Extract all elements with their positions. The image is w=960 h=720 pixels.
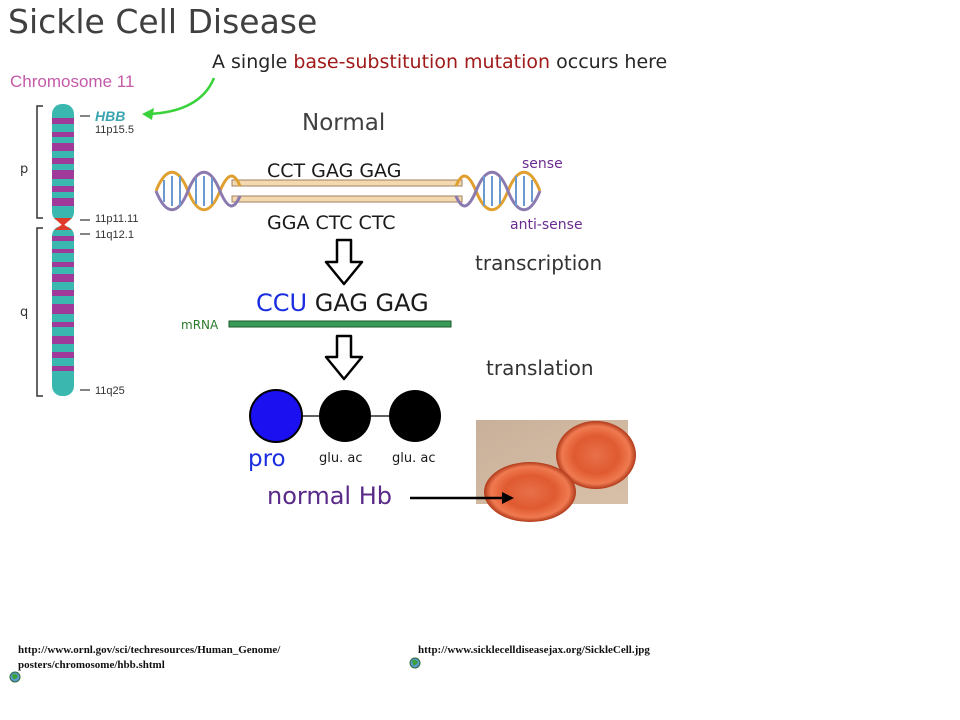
mutation-note-prefix: A single <box>212 51 294 73</box>
hb-pointer-arrow <box>410 492 514 504</box>
ref1-globe-icon <box>9 671 21 683</box>
amino-acid-pro-label: pro <box>248 446 286 472</box>
mutation-note: A single base-substitution mutation occu… <box>212 51 667 73</box>
reference-1-line-1: http://www.ornl.gov/sci/techresources/Hu… <box>18 644 281 656</box>
band-label: 11p11.11 <box>95 213 139 225</box>
amino-acid-chain <box>249 389 441 443</box>
reference-2[interactable]: http://www.sicklecelldiseasejax.org/Sick… <box>418 644 650 656</box>
antisense-label: anti-sense <box>510 217 583 233</box>
mrna-strand <box>228 320 452 328</box>
chromosome-11 <box>52 104 90 396</box>
down-arrow-translation-icon <box>324 334 364 381</box>
arm-q-label: q <box>20 305 29 320</box>
transcription-label: transcription <box>475 251 603 275</box>
chromosome-label: Chromosome 11 <box>10 72 135 91</box>
slide-title: Sickle Cell Disease <box>8 2 318 41</box>
ref2-globe-icon <box>409 657 421 669</box>
normal-heading: Normal <box>302 110 386 136</box>
mutation-note-suffix: occurs here <box>550 51 668 73</box>
pointer-arrow <box>142 77 216 120</box>
mutation-note-highlight: base-substitution mutation <box>293 51 551 73</box>
down-arrow-transcription-icon <box>324 238 364 286</box>
dna-double-helix <box>154 170 542 212</box>
chromosome-brackets <box>36 105 43 397</box>
band-label: 11q25 <box>95 385 125 397</box>
mrna-codon-rest: GAG GAG <box>307 289 429 317</box>
sense-label: sense <box>522 156 563 172</box>
translation-label: translation <box>486 356 594 380</box>
amino-acid-glu-1 <box>319 390 371 442</box>
normal-hb-label: normal Hb <box>267 482 393 510</box>
reference-1[interactable]: http://www.ornl.gov/sci/techresources/Hu… <box>18 643 280 673</box>
amino-acid-glu-2-label: glu. ac <box>392 451 436 466</box>
gene-label: HBB <box>95 108 126 124</box>
red-blood-cells-photo <box>476 420 636 522</box>
sense-sequence: CCT GAG GAG <box>267 160 402 182</box>
amino-acid-glu-1-label: glu. ac <box>319 451 363 466</box>
mrna-codon-1: CCU <box>256 289 308 317</box>
mrna-sequence: CCU GAG GAG <box>256 289 429 317</box>
antisense-sequence: GGA CTC CTC <box>267 212 396 234</box>
amino-acid-pro <box>249 389 303 443</box>
arm-p-label: p <box>20 162 29 177</box>
amino-acid-glu-2 <box>389 390 441 442</box>
band-label: 11q12.1 <box>95 229 134 241</box>
band-label: 11p15.5 <box>95 124 134 136</box>
mrna-label: mRNA <box>181 318 219 332</box>
reference-1-line-2: posters/chromosome/hbb.shtml <box>18 659 165 671</box>
